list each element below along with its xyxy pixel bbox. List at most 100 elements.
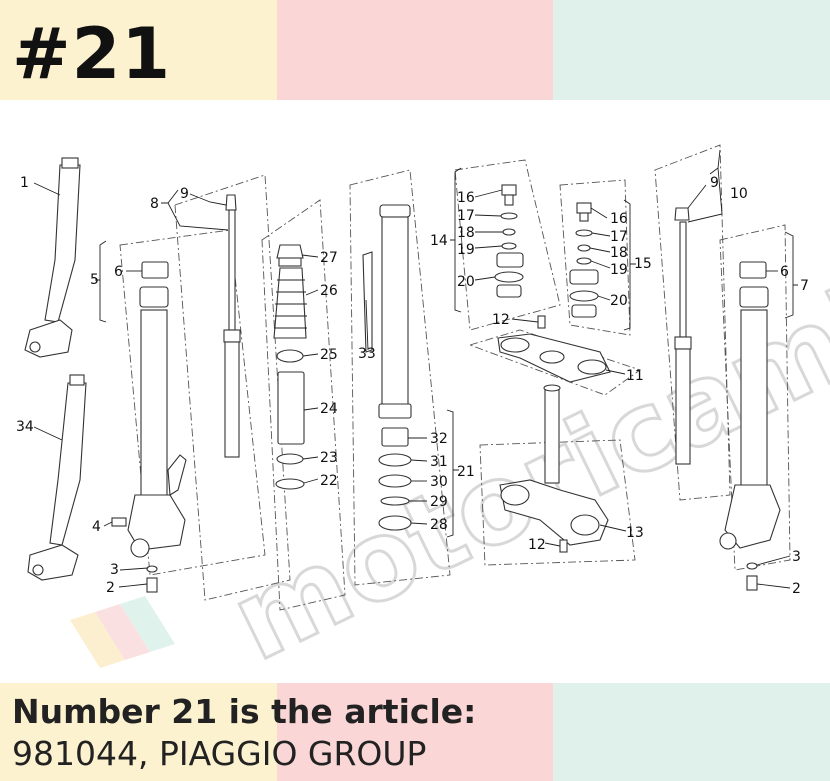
ring-19-right — [576, 257, 592, 265]
footer-band-mint — [553, 683, 830, 781]
damper-rod-8-left — [223, 194, 241, 458]
label-4: 4 — [92, 519, 101, 535]
label-12-lower: 12 — [528, 537, 546, 553]
washer-3-right — [746, 562, 758, 570]
fork-assembly-34 — [27, 374, 87, 581]
label-27: 27 — [320, 250, 338, 266]
ring-18-right — [577, 244, 591, 252]
dust-boot-26 — [273, 267, 307, 339]
label-19-right: 19 — [610, 262, 628, 278]
label-19-left: 19 — [457, 242, 475, 258]
label-1: 1 — [20, 175, 29, 191]
label-23: 23 — [320, 450, 338, 466]
label-11: 11 — [626, 368, 644, 384]
spring-guide-27 — [276, 244, 304, 267]
caption-article-info: 981044, PIAGGIO GROUP — [12, 734, 427, 773]
label-16-left: 16 — [457, 190, 475, 206]
label-12-upper: 12 — [492, 312, 510, 328]
label-30: 30 — [430, 474, 448, 490]
label-21: 21 — [457, 464, 475, 480]
cap-bolt-16-right — [576, 202, 592, 222]
footer-band-pink — [277, 683, 553, 781]
header-band-pink — [277, 0, 553, 100]
oring-17-right — [575, 229, 593, 237]
label-18-right: 18 — [610, 245, 628, 261]
label-15: 15 — [634, 256, 652, 272]
dust-seal-28 — [378, 515, 412, 531]
dust-cap-6-left — [141, 261, 169, 279]
ring-18-left — [502, 228, 516, 236]
exploded-parts-diagram: motoricambi — [16, 144, 830, 683]
pin-12-upper — [537, 315, 546, 329]
label-18-left: 18 — [457, 225, 475, 241]
label-6-right: 6 — [780, 264, 789, 280]
fork-assembly-1 — [24, 157, 81, 358]
top-clamp-11 — [497, 333, 611, 383]
dust-cap-6-right — [739, 261, 767, 279]
label-5: 5 — [90, 272, 99, 288]
clip-29 — [380, 496, 410, 506]
fork-slider-right — [719, 286, 781, 550]
ring-20-left — [494, 271, 524, 283]
oring-17-left — [500, 212, 518, 220]
ring-31 — [378, 453, 412, 467]
label-24: 24 — [320, 401, 338, 417]
label-2-right: 2 — [792, 581, 801, 597]
bushing-23 — [276, 453, 304, 465]
label-20-right: 20 — [610, 293, 628, 309]
footer-band-yellow — [0, 683, 277, 781]
bushing-32 — [381, 427, 409, 447]
label-13: 13 — [626, 525, 644, 541]
label-20-left: 20 — [457, 274, 475, 290]
cap-bolt-16-left — [501, 184, 517, 206]
screw-2-left — [146, 577, 158, 593]
ring-19-left — [501, 242, 517, 250]
label-14: 14 — [430, 233, 448, 249]
label-3-right: 3 — [792, 549, 801, 565]
leader-lines — [33, 149, 798, 589]
label-25: 25 — [320, 347, 338, 363]
pin-12-lower — [559, 539, 568, 553]
adjuster-right — [569, 269, 599, 285]
label-8: 8 — [150, 196, 159, 212]
spacer-left — [496, 284, 522, 298]
label-33: 33 — [358, 346, 376, 362]
label-17-left: 17 — [457, 208, 475, 224]
caption-heading: Number 21 is the article: — [12, 692, 477, 731]
label-9-left: 9 — [180, 186, 189, 202]
page-number-title: #21 — [12, 13, 172, 95]
label-3-left: 3 — [110, 562, 119, 578]
seal-30 — [378, 474, 412, 488]
watermark-text: motoricambi — [213, 228, 830, 683]
screw-2-right — [746, 575, 758, 591]
adjuster-left — [496, 252, 524, 268]
inner-tube-33 — [362, 204, 412, 419]
label-7: 7 — [800, 278, 809, 294]
damper-rod-10-right — [674, 207, 692, 465]
label-26: 26 — [320, 283, 338, 299]
washer-3-left — [146, 565, 158, 573]
label-28: 28 — [430, 517, 448, 533]
label-16-right: 16 — [610, 211, 628, 227]
label-10: 10 — [730, 186, 748, 202]
tube-24 — [277, 371, 305, 445]
label-9-right: 9 — [710, 175, 719, 191]
ring-20-right — [569, 290, 599, 302]
fork-slider-left — [127, 286, 187, 558]
label-22: 22 — [320, 473, 338, 489]
label-34: 34 — [16, 419, 34, 435]
label-29: 29 — [430, 494, 448, 510]
bushing-25 — [276, 349, 304, 363]
bottom-clamp-13 — [499, 384, 609, 546]
label-2-left: 2 — [106, 580, 115, 596]
bolt-4 — [111, 517, 127, 527]
label-31: 31 — [430, 454, 448, 470]
label-32: 32 — [430, 431, 448, 447]
label-6-left: 6 — [114, 264, 123, 280]
header-band-yellow — [0, 0, 277, 100]
spacer-right — [571, 304, 597, 318]
watermark-stripes — [70, 596, 175, 668]
washer-22 — [275, 478, 305, 490]
header-band-mint — [553, 0, 830, 100]
label-17-right: 17 — [610, 229, 628, 245]
